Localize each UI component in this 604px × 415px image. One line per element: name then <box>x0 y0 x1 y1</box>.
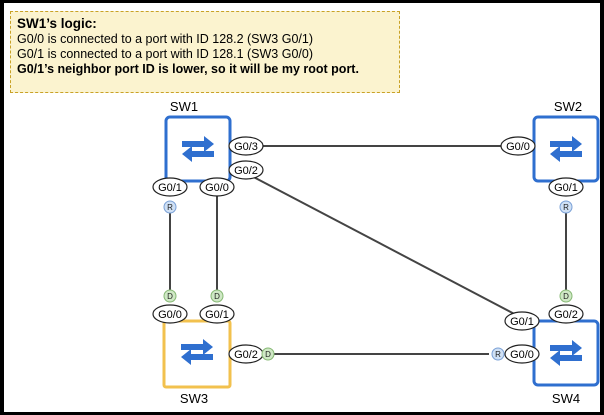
port-sw4-g00: G0/0 <box>504 344 540 364</box>
note-line-1: G0/0 is connected to a port with ID 128.… <box>17 32 313 46</box>
port-sw3-g02: G0/2 <box>228 344 264 364</box>
switch-sw1[interactable]: SW1 <box>164 99 232 183</box>
svg-text:G0/3: G0/3 <box>234 141 258 153</box>
switch-sw4[interactable]: SW4 <box>532 319 600 406</box>
sw3-label: SW3 <box>180 391 208 406</box>
svg-text:D: D <box>563 292 569 301</box>
svg-text:G0/2: G0/2 <box>554 309 578 321</box>
role-sw1-g01-root-port: R <box>163 200 177 214</box>
port-sw4-g02: G0/2 <box>548 304 584 324</box>
sw4-box <box>532 319 600 387</box>
sw4-label: SW4 <box>552 391 580 406</box>
port-roles: R R D D D <box>163 200 573 361</box>
diagram-canvas: SW1’s logic: G0/0 is connected to a port… <box>4 3 600 412</box>
svg-text:R: R <box>563 203 569 212</box>
port-sw1-g01: G0/1 <box>152 177 188 197</box>
port-sw1-g00: G0/0 <box>199 177 235 197</box>
port-sw3-g00: G0/0 <box>152 304 188 324</box>
sw2-box <box>532 115 600 183</box>
sw1-box <box>164 115 232 183</box>
role-sw4-g02-designated: D <box>559 289 573 303</box>
role-sw4-g00-root-port: R <box>491 347 505 361</box>
logic-note: SW1’s logic: G0/0 is connected to a port… <box>10 11 400 93</box>
svg-text:G0/0: G0/0 <box>510 349 534 361</box>
port-sw4-g01: G0/1 <box>504 311 540 331</box>
svg-text:D: D <box>265 350 271 359</box>
port-sw1-g03: G0/3 <box>228 136 264 156</box>
port-sw2-g00: G0/0 <box>500 136 536 156</box>
role-sw3-g00-designated: D <box>163 289 177 303</box>
svg-text:G0/2: G0/2 <box>234 349 258 361</box>
port-sw1-g02: G0/2 <box>228 160 264 180</box>
role-sw3-g02-designated: D <box>261 347 275 361</box>
svg-text:G0/0: G0/0 <box>205 182 229 194</box>
svg-text:G0/1: G0/1 <box>554 182 578 194</box>
note-line-2: G0/1 is connected to a port with ID 128.… <box>17 47 313 61</box>
sw1-label: SW1 <box>170 99 198 114</box>
svg-text:R: R <box>167 203 173 212</box>
port-sw2-g01: G0/1 <box>548 177 584 197</box>
role-sw2-g01-root-port: R <box>559 200 573 214</box>
svg-text:G0/1: G0/1 <box>205 309 229 321</box>
role-sw3-g01-designated: D <box>210 289 224 303</box>
port-labels: G0/3 G0/2 G0/1 G0/0 G0/0 <box>152 136 584 364</box>
svg-text:G0/0: G0/0 <box>506 141 530 153</box>
link-sw1-sw4 <box>245 172 525 320</box>
svg-text:G0/1: G0/1 <box>158 182 182 194</box>
sw2-label: SW2 <box>554 99 582 114</box>
svg-text:D: D <box>214 292 220 301</box>
svg-text:G0/0: G0/0 <box>158 309 182 321</box>
svg-text:D: D <box>167 292 173 301</box>
svg-text:G0/1: G0/1 <box>510 316 534 328</box>
note-title: SW1’s logic: <box>17 16 97 31</box>
svg-text:R: R <box>495 350 501 359</box>
port-sw3-g01: G0/1 <box>199 304 235 324</box>
switch-sw3[interactable]: SW3 <box>162 319 232 406</box>
switch-sw2[interactable]: SW2 <box>532 99 600 183</box>
svg-text:G0/2: G0/2 <box>234 165 258 177</box>
note-line-3: G0/1’s neighbor port ID is lower, so it … <box>17 62 359 76</box>
links <box>169 145 567 355</box>
topology-svg: SW1 SW2 SW3 SW4 <box>152 99 600 406</box>
